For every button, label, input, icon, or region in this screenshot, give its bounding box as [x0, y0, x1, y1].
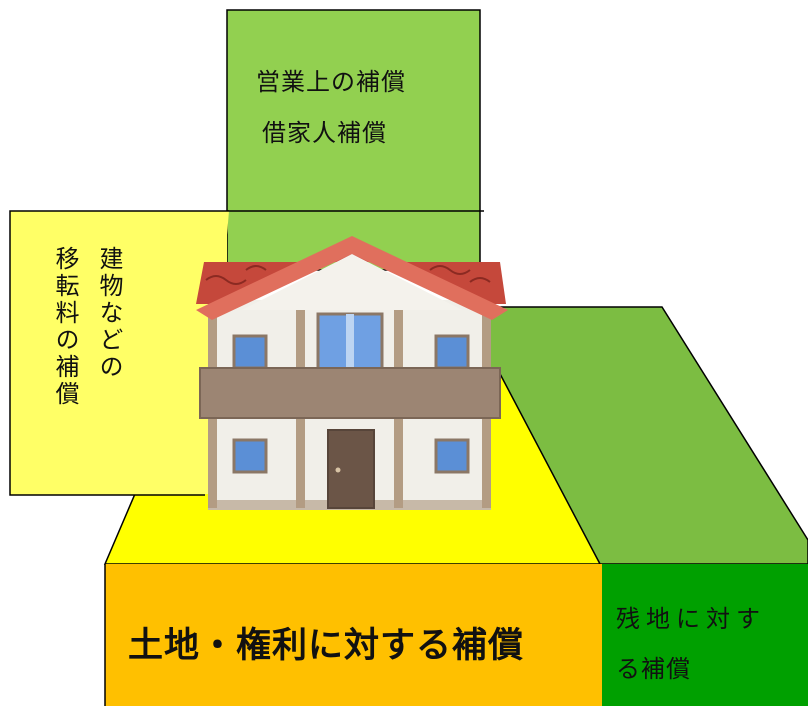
business-compensation-label: 営業上の補償: [256, 68, 406, 96]
remaining-land-label-line2: る補償: [616, 655, 691, 683]
land-rights-compensation-label: 土地・権利に対する補償: [128, 626, 525, 666]
house-illustration-icon: [196, 236, 508, 510]
building-relocation-fill: [11, 212, 227, 494]
building-label-column-1: 建物などの: [95, 246, 123, 381]
tenant-compensation-label: 借家人補償: [262, 119, 387, 147]
business-compensation-block: [226, 9, 481, 271]
remaining-land-label-line1: 残地に対す: [616, 605, 766, 633]
land-compensation-block: [105, 564, 602, 706]
building-label-column-2: 移転料の補償: [51, 246, 79, 408]
remaining-land-block: [602, 564, 808, 706]
